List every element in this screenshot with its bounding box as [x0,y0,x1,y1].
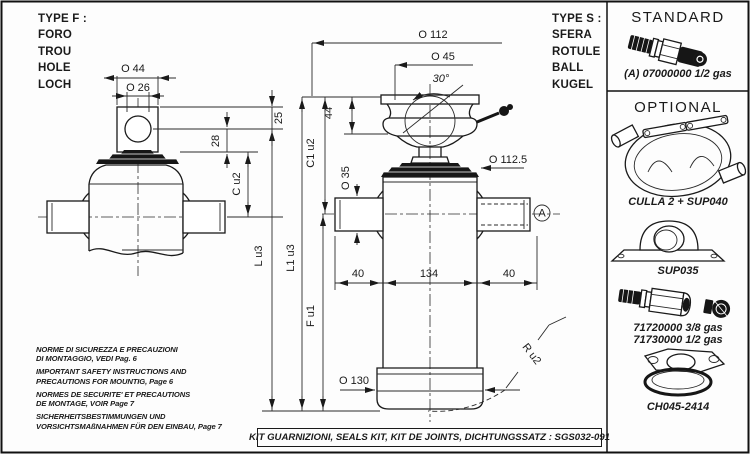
type-f-item-foro: FORO [38,29,73,42]
dim-label-o35: O 35 [340,166,352,190]
dim-label-o45: O 45 [431,51,455,63]
port-balloon [533,204,551,222]
dim-label-c: C u2 [231,172,243,195]
type-s-legend: TYPE S : SFERA ROTULE BALL KUGEL [552,12,602,94]
dim-label-o1125: O 112.5 [489,154,527,166]
cylinder-body-left [88,164,184,185]
dim-label-r: R u2 [519,341,543,367]
type-f-title: TYPE F : [38,13,87,25]
break-line [88,248,184,257]
ch045-flange-drawing [643,348,726,397]
dim-label-o26: O 26 [126,82,150,94]
valve-label-38: 71720000 3/8 gas [633,322,723,334]
dim-label-o130: O 130 [339,375,369,387]
type-f-item-loch: LOCH [38,78,72,91]
dim-label-l1: L1 u3 [285,244,297,272]
bottom-cap [376,367,484,410]
dim-label-o44: O 44 [121,63,145,75]
dim-label-40-right: 40 [503,268,515,280]
clevis-hole [124,115,152,143]
dim-label-134: 134 [420,268,438,280]
type-s-item-kugel: KUGEL [552,78,594,91]
dim-label-30deg: 30° [433,73,450,85]
dim-label-28: 28 [210,135,222,147]
valve-plug [703,299,731,318]
type-s-title: TYPE S : [552,13,602,25]
bellows-left [96,150,179,164]
dim-label-25: 25 [273,112,285,124]
type-s-item-rotule: ROTULE [552,45,601,58]
trunnion-pin-left-main [334,197,384,232]
dim-label-40-left: 40 [352,268,364,280]
port-balloon-label: A [538,208,546,220]
seals-kit-bar: KIT GUARNIZIONI, SEALS KIT, KIT DE JOINT… [249,428,610,447]
threaded-port-pin [476,197,531,232]
valve-label-12: 71730000 1/2 gas [633,334,723,346]
ball-socket-head [380,84,513,164]
bellows-main [381,163,479,177]
sup035-label: SUP035 [657,265,699,277]
type-s-view: A [322,84,560,422]
type-f-item-hole: HOLE [38,62,71,75]
dim-label-c1: C1 u2 [305,138,317,167]
ch045-label: CH045-2414 [646,401,710,413]
culla-cradle-drawing [610,114,747,198]
trunnion-pin-left [46,200,90,234]
radius-callout: R u2 [427,316,567,412]
standard-part-code: (A) 07000000 1/2 gas [624,68,732,80]
seals-kit-label: KIT GUARNIZIONI, SEALS KIT, KIT DE JOINT… [248,431,611,443]
type-f-dimensions: O 44 O 26 25 28 C u2 L u3 [104,63,380,412]
type-f-view [38,98,262,276]
optional-panel-title: OPTIONAL [634,99,722,116]
standard-fitting-drawing [627,34,707,67]
dim-label-o112: O 112 [418,29,447,41]
grease-nipple [476,104,513,124]
dim-label-f: F u1 [305,305,317,327]
culla-label: CULLA 2 + SUP040 [628,196,728,208]
trunnion-pin-right [182,200,226,234]
standard-panel-title: STANDARD [631,9,725,26]
ball [404,95,456,147]
type-s-item-sfera: SFERA [552,29,592,42]
valve-fitting-drawing [618,287,731,318]
dim-label-44: 44 [323,107,335,119]
type-f-item-trou: TROU [38,45,72,58]
type-s-item-ball: BALL [552,62,584,75]
sup035-support-drawing [610,220,726,262]
dim-label-l: L u3 [253,245,265,266]
type-f-legend: TYPE F : FORO TROU HOLE LOCH [38,12,87,94]
